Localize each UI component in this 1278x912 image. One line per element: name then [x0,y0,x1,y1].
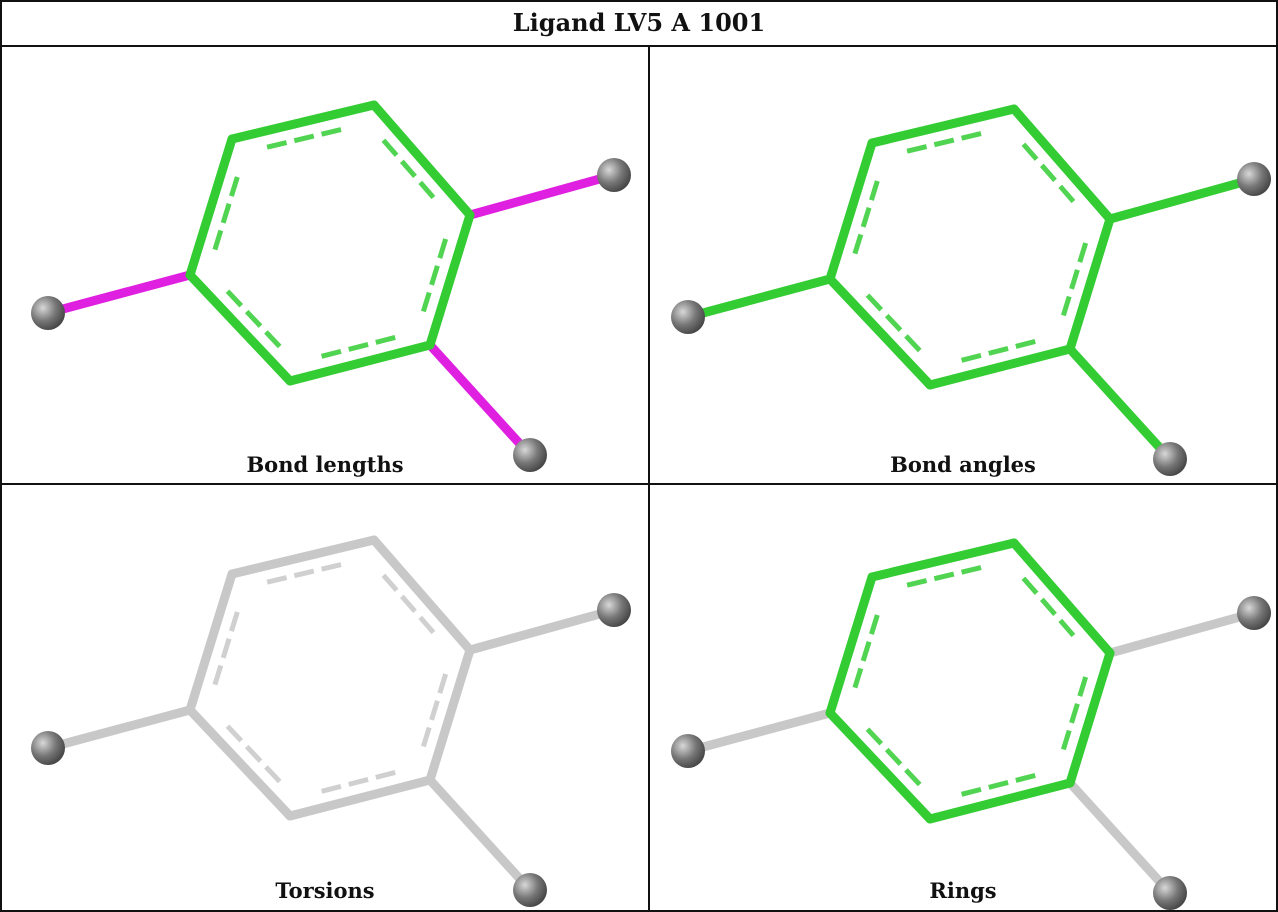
aromatic-bond [1061,676,1089,751]
atom-sphere [1153,442,1187,476]
panel-caption: Rings [929,878,997,903]
ring-bond [825,274,935,390]
substituent-bond [43,705,195,753]
panel-caption: Bond lengths [246,452,404,477]
substituent-bond [1105,608,1259,658]
substituent-bond [43,270,195,318]
ring-bond [925,778,1075,824]
ring-bond [185,705,295,821]
molecule-image [671,104,1271,476]
atom-sphere [513,873,547,907]
panel-bond-lengths: Bond lengths [2,47,648,483]
atom-sphere [1153,876,1187,910]
figure-title: Ligand LV5 A 1001 [512,8,766,37]
ring-bond [825,572,877,718]
atom-sphere [513,438,547,472]
atom-sphere [31,731,65,765]
panel-bond-angles: Bond angles [650,47,1276,483]
substituent-bond [425,340,535,460]
ring-bond [1009,538,1115,658]
atom-sphere [671,300,705,334]
panel-rings: Rings [650,485,1276,910]
table-border-center [648,46,650,912]
aromatic-bond [852,611,881,689]
molecule-image [671,538,1271,910]
table-border-right [1276,0,1278,912]
ring-bond [369,535,475,655]
substituent-bond [1065,344,1175,464]
ring-bond [925,344,1075,390]
aromatic-bond [1021,142,1079,208]
substituent-bond [1105,174,1259,224]
aromatic-bond [212,608,241,686]
panel-torsions: Torsions [2,485,648,910]
molecule-image [31,535,631,907]
panel-caption: Torsions [275,878,375,903]
aromatic-bond [381,573,439,639]
substituent-bond [425,775,535,895]
aromatic-bond [862,723,922,787]
atom-sphere [597,593,631,627]
aromatic-bond [956,338,1036,364]
aromatic-bond [1021,576,1079,642]
aromatic-bond [862,289,922,353]
ring-bond [227,100,379,144]
ring-bond [185,569,237,715]
substituent-bond [1065,778,1175,898]
molecule-image [31,100,631,472]
ring-bond [867,104,1019,148]
ring-bond [825,138,877,284]
table-border-top [0,0,1278,2]
substituent-bond [683,274,835,322]
ring-bond [285,775,435,821]
panel-caption: Bond angles [890,452,1036,477]
ring-bond [1065,214,1115,354]
substituent-bond [683,708,835,756]
aromatic-bond [956,772,1036,798]
substituent-bond [465,605,619,655]
aromatic-bond [421,673,449,748]
aromatic-bond [1061,242,1089,317]
ring-bond [825,708,935,824]
table-border-left [0,0,2,912]
aromatic-bond [222,285,282,349]
ring-bond [185,134,237,280]
aromatic-bond [266,560,347,585]
substituent-bond [465,170,619,220]
aromatic-bond [906,563,987,588]
table-border-header [0,45,1278,47]
aromatic-bond [852,177,881,255]
ring-bond [369,100,475,220]
table-border-middle [0,483,1278,485]
aromatic-bond [316,334,396,360]
atom-sphere [31,296,65,330]
aromatic-bond [906,129,987,154]
atom-sphere [597,158,631,192]
aromatic-bond [381,138,439,204]
ring-bond [185,270,295,386]
atom-sphere [671,734,705,768]
ring-bond [1009,104,1115,224]
aromatic-bond [212,173,241,251]
atom-sphere [1237,596,1271,630]
table-border-bottom [0,910,1278,912]
atom-sphere [1237,162,1271,196]
ring-bond [425,210,475,350]
ring-bond [425,645,475,785]
ring-bond [285,340,435,386]
ring-bond [867,538,1019,582]
ring-bond [227,535,379,579]
aromatic-bond [316,769,396,795]
aromatic-bond [421,238,449,313]
ring-bond [1065,648,1115,788]
aromatic-bond [222,720,282,784]
aromatic-bond [266,125,347,150]
